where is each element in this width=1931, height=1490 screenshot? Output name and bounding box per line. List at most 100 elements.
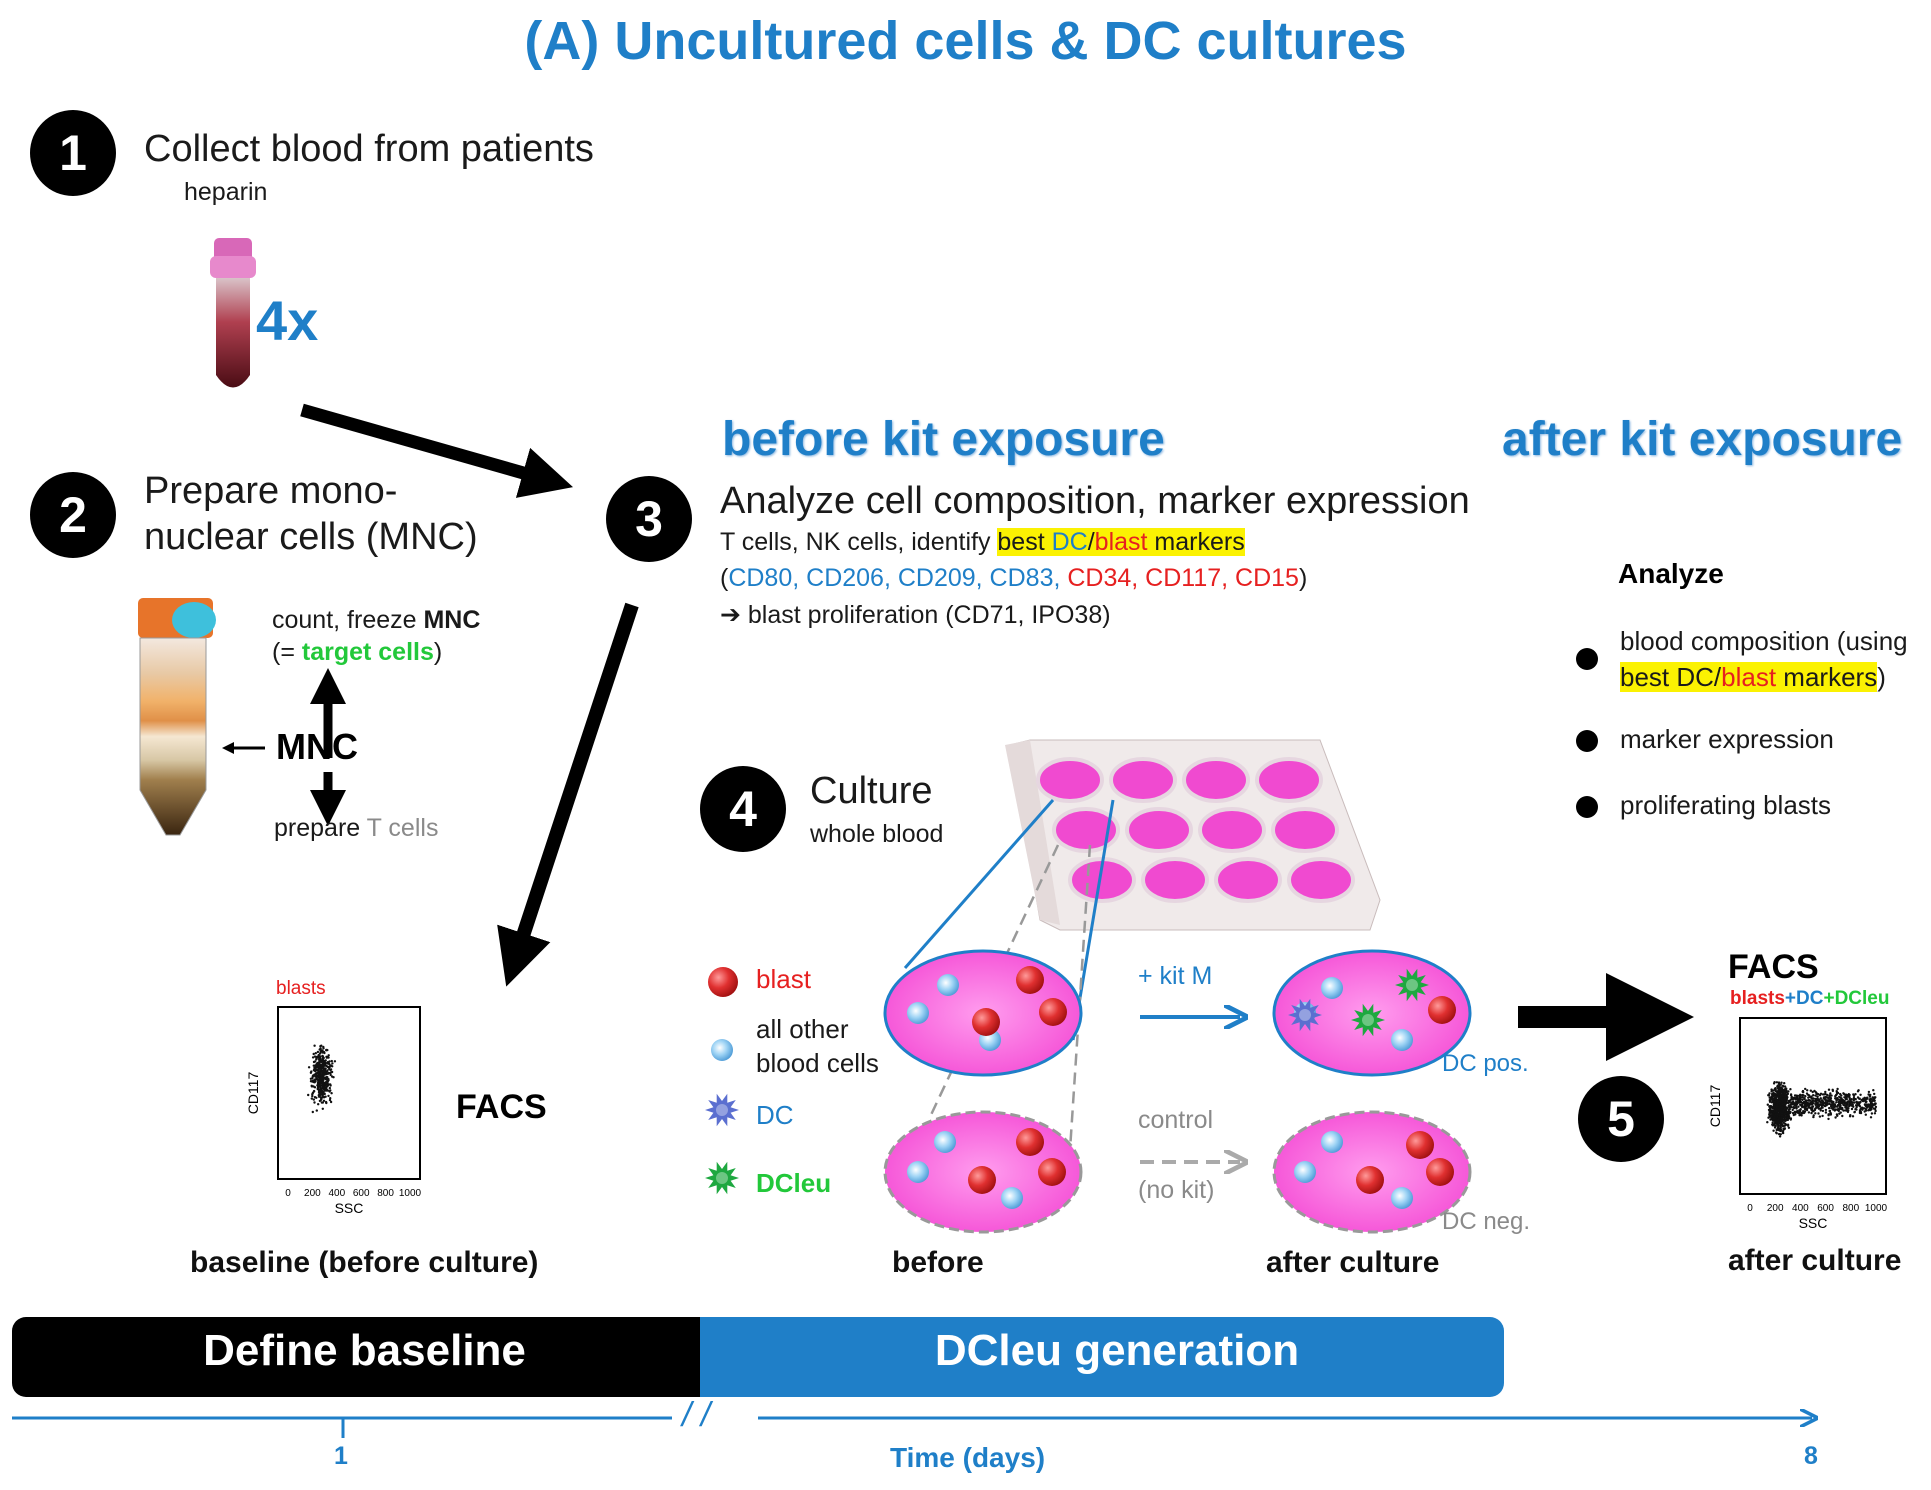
phase-dcleu-generation: [700, 1317, 1504, 1397]
dc-neg-label: DC neg.: [1442, 1208, 1531, 1235]
step-5-badge: 5: [1578, 1076, 1664, 1162]
well: [1036, 757, 1104, 803]
facs-x-tick: 600: [353, 1188, 370, 1199]
step-4-badge: 4: [700, 766, 786, 852]
blast-cell: [1426, 1158, 1454, 1186]
facs-x-tick: 200: [1767, 1203, 1784, 1214]
blast-cell: [1016, 1128, 1044, 1156]
control-label: control: [1138, 1106, 1214, 1134]
dcleu-cell: [1351, 1003, 1385, 1037]
facs-left-title: FACS: [456, 1088, 547, 1126]
facs-x-tick: 200: [304, 1188, 321, 1199]
facs-x-label: SSC: [1799, 1215, 1828, 1231]
legend-other-2: blood cells: [756, 1048, 879, 1078]
facs-left-caption: baseline (before culture): [190, 1246, 539, 1279]
bullet-icon: [1576, 648, 1598, 670]
dc-cell: [705, 1093, 739, 1127]
section-after-kit: after kit exposure: [1502, 413, 1903, 466]
after-culture-caption: after culture: [1266, 1246, 1440, 1279]
blast-cell: [972, 1008, 1000, 1036]
kit-label: + kit M: [1138, 962, 1213, 990]
step-3-label: Analyze cell composition, marker express…: [720, 480, 1470, 522]
blast-cell: [1428, 996, 1456, 1024]
well: [1109, 757, 1177, 803]
axis-end: 8: [1804, 1442, 1818, 1470]
blood-cell: [1321, 977, 1343, 999]
legend-other-1: all other: [756, 1014, 849, 1044]
blood-cell: [907, 1002, 929, 1024]
blast-cell: [1406, 1131, 1434, 1159]
axis-break: / /: [682, 1396, 711, 1434]
step-4-sub: whole blood: [810, 820, 944, 848]
dcleu-cell: [1395, 968, 1429, 1002]
facs-right-title: FACS: [1728, 948, 1819, 986]
dcleu-cell-icon: [705, 1161, 739, 1195]
legend-dcleu: DCleu: [756, 1168, 832, 1198]
well: [1255, 757, 1323, 803]
blood-tube-icon: [210, 238, 256, 388]
blast-cell: [1016, 966, 1044, 994]
analyze-item-2: marker expression: [1620, 724, 1834, 754]
blast-cell: [1039, 998, 1067, 1026]
well: [1052, 807, 1120, 853]
facs-x-tick: 400: [1792, 1203, 1809, 1214]
blood-cell: [1321, 1131, 1343, 1153]
page-title: (A) Uncultured cells & DC cultures: [524, 11, 1407, 71]
bullet-icon: [1576, 796, 1598, 818]
well: [1214, 857, 1282, 903]
step-1-sub: heparin: [184, 178, 268, 206]
facs-x-tick: 600: [1817, 1203, 1834, 1214]
analyze-heading: Analyze: [1618, 558, 1724, 589]
facs-plot-frame: [277, 1006, 421, 1180]
facs-x-label: SSC: [335, 1200, 364, 1216]
arrow-right-icon: ➔: [720, 601, 748, 629]
legend-blast: blast: [756, 964, 811, 994]
blood-cell: [937, 974, 959, 996]
step-3-line-2: (CD80, CD206, CD209, CD83, CD34, CD117, …: [720, 564, 1308, 592]
analyze-item-1a: blood composition (using: [1620, 626, 1908, 656]
well: [1141, 857, 1209, 903]
blood-cell: [934, 1131, 956, 1153]
blood-cell: [1391, 1187, 1413, 1209]
facs-x-tick: 800: [377, 1188, 394, 1199]
blast-cell: [1356, 1166, 1384, 1194]
well: [1271, 807, 1339, 853]
facs-right-gate: blasts+DC+DCleu: [1730, 988, 1890, 1009]
phase-define-baseline: [12, 1317, 717, 1397]
facs-y-label: CD117: [1707, 1085, 1723, 1128]
facs-x-tick: 400: [328, 1188, 345, 1199]
blood-cell: [1001, 1187, 1023, 1209]
legend-dc: DC: [756, 1100, 794, 1130]
blood-cell-icon: [711, 1039, 733, 1061]
step-2-label-1: Prepare mono-: [144, 470, 398, 512]
mnc-label: MNC: [276, 726, 358, 767]
bullet-icon: [1576, 730, 1598, 752]
facs-y-label: CD117: [245, 1072, 261, 1115]
arrow-1-to-3: [300, 403, 574, 498]
phase-1-label: Define baseline: [203, 1326, 526, 1375]
step-3-badge: 3: [606, 476, 692, 562]
analyze-item-3: proliferating blasts: [1620, 790, 1831, 820]
phase-2-label: DCleu generation: [934, 1326, 1300, 1375]
facs-x-tick: 0: [285, 1188, 291, 1199]
tube-count: 4x: [256, 289, 319, 352]
axis-title: Time (days): [890, 1442, 1046, 1473]
dcleu-cell: [705, 1161, 739, 1195]
well: [1182, 757, 1250, 803]
blast-cell-icon: [708, 967, 738, 997]
facs-left-gate: blasts: [276, 978, 326, 999]
facs-x-tick: 800: [1842, 1203, 1859, 1214]
blast-cell: [1038, 1158, 1066, 1186]
blood-cell: [1294, 1161, 1316, 1183]
step-2-label-2: nuclear cells (MNC): [144, 516, 478, 558]
axis-start: 1: [334, 1442, 348, 1470]
facs-x-tick: 1000: [399, 1188, 422, 1199]
well: [1125, 807, 1193, 853]
step-2-badge: 2: [30, 472, 116, 558]
step-4-label: Culture: [810, 770, 933, 812]
blood-cell: [907, 1161, 929, 1183]
well: [1198, 807, 1266, 853]
dc-cell: [1288, 998, 1322, 1032]
well: [1287, 857, 1355, 903]
